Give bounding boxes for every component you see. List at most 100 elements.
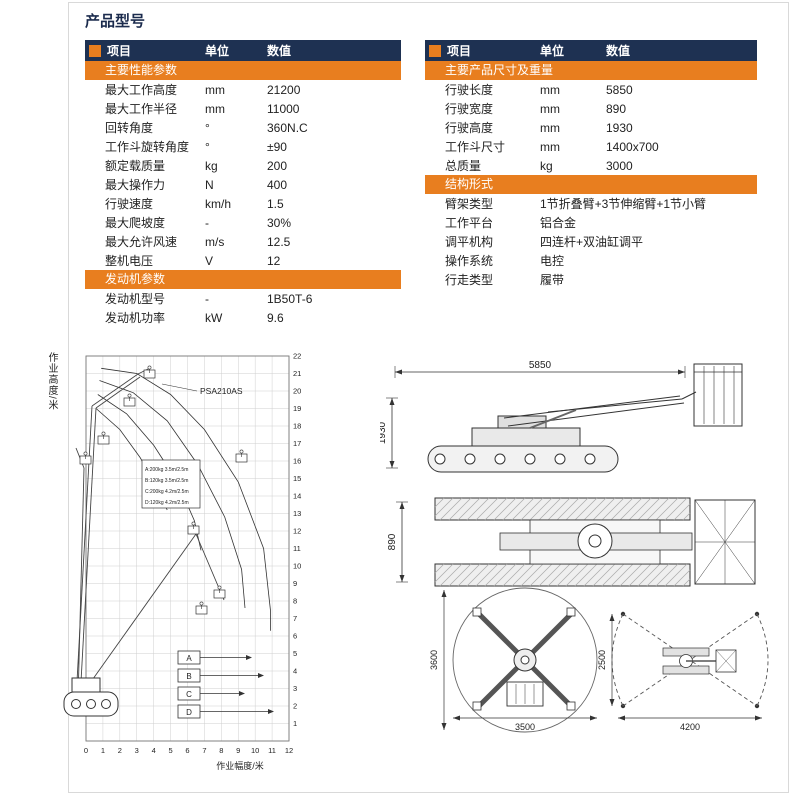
svg-text:3: 3 [135, 746, 139, 755]
page-border [68, 2, 789, 793]
spec-value: 5850 [606, 82, 633, 97]
table-header-row: 项目单位 数值 [85, 40, 401, 61]
zone-c-label: C [186, 690, 192, 699]
svg-text:14: 14 [293, 492, 301, 501]
svg-text:15: 15 [293, 474, 301, 483]
spec-value: 200 [267, 158, 288, 173]
spec-row: 发动机功率 kW 9.6 [85, 308, 401, 327]
spec-item: 调平机构 [445, 235, 494, 249]
spec-unit: kW [205, 310, 223, 325]
svg-text:12: 12 [293, 527, 301, 536]
spec-item: 最大工作高度 [105, 83, 178, 97]
envelope-width-label: 4200 [680, 722, 700, 732]
table-header-row: 项目单位数值 [425, 40, 757, 61]
spec-value: 30% [267, 215, 292, 230]
header-cell-value: 数值 [606, 44, 631, 58]
svg-text:5: 5 [168, 746, 172, 755]
spec-unit: mm [205, 101, 225, 116]
header-cell-unit: 单位 [205, 44, 230, 58]
spec-item: 总质量 [445, 159, 482, 173]
spec-item: 回转角度 [105, 121, 154, 135]
spec-unit: N [205, 177, 214, 192]
spec-value: 四连杆+双油缸调平 [540, 235, 644, 249]
section-header: 结构形式 [425, 175, 757, 194]
svg-text:8: 8 [293, 597, 297, 606]
spec-value: 1.5 [267, 196, 284, 211]
spec-item: 整机电压 [105, 254, 154, 268]
svg-text:13: 13 [293, 509, 301, 518]
plot-border [85, 355, 290, 742]
spec-item: 臂架类型 [445, 197, 494, 211]
legend-line-b: B:120kg 3.5m/2.5m [145, 478, 188, 484]
svg-text:9: 9 [236, 746, 240, 755]
section-header: 主要性能参数 [85, 61, 401, 80]
spec-value: 11000 [267, 101, 300, 116]
header-accent-square [429, 44, 441, 57]
turning-depth-label: 3600 [429, 650, 439, 670]
svg-text:6: 6 [185, 746, 189, 755]
spec-item: 操作系统 [445, 254, 494, 268]
zone-a-label: A [186, 654, 192, 663]
svg-text:19: 19 [293, 404, 301, 413]
svg-text:3: 3 [293, 684, 297, 693]
zone-labels: A B C D [177, 650, 274, 719]
spec-item: 最大爬坡度 [105, 216, 166, 230]
spec-unit: m/s [205, 234, 225, 249]
svg-text:10: 10 [251, 746, 259, 755]
svg-text:1: 1 [293, 719, 297, 728]
side-view-drawing: 5850 1930 [380, 360, 743, 473]
header-cell-item: 项目 [85, 42, 205, 59]
section-header: 发动机参数 [85, 270, 401, 289]
svg-text:18: 18 [293, 422, 301, 431]
title-leader-line [161, 383, 198, 392]
spec-item: 行驶速度 [105, 197, 154, 211]
spec-unit: - [205, 291, 209, 306]
spec-row: 工作斗旋转角度°±90 [85, 137, 401, 156]
spec-value: 铝合金 [540, 216, 577, 230]
spec-row: 工作平台铝合金 [425, 213, 757, 232]
spec-item: 发动机功率 [105, 311, 166, 325]
envelope-depth-label: 2500 [597, 650, 607, 670]
legend-line-d: D:120kg 4.2m/2.5m [145, 500, 189, 506]
svg-text:4: 4 [152, 746, 156, 755]
header-item-label: 项目 [447, 44, 472, 58]
spec-value: 21200 [267, 82, 301, 97]
spec-value: 9.6 [267, 310, 284, 325]
svg-text:11: 11 [268, 746, 276, 755]
svg-text:2: 2 [293, 702, 297, 711]
spec-value: 履带 [540, 273, 565, 287]
spec-value: ±90 [267, 139, 287, 154]
spec-item: 发动机型号 [105, 292, 166, 306]
spec-value: 400 [267, 177, 288, 192]
svg-text:1: 1 [101, 746, 105, 755]
width-dimension-label: 890 [387, 533, 398, 550]
engineering-drawings: 5850 1930 [380, 360, 769, 733]
spec-unit: kg [540, 158, 553, 173]
spec-item: 工作斗旋转角度 [105, 140, 190, 154]
chart-title: PSA210AS [200, 386, 243, 396]
svg-text:6: 6 [293, 632, 297, 641]
svg-text:10: 10 [293, 562, 301, 571]
spec-value: 12 [267, 253, 281, 268]
header-cell-item: 项目 [425, 42, 540, 59]
spec-value: 1930 [606, 120, 633, 135]
spec-item: 额定载质量 [105, 159, 166, 173]
spec-row: 行走类型履带 [425, 270, 757, 289]
zone-b-label: B [186, 672, 191, 681]
svg-text:8: 8 [219, 746, 223, 755]
spec-value: 890 [606, 101, 627, 116]
svg-text:17: 17 [293, 439, 301, 448]
header-cell-value: 数值 [267, 44, 292, 58]
svg-text:22: 22 [293, 352, 301, 361]
spec-item: 行驶长度 [445, 83, 494, 97]
spec-unit: V [205, 253, 214, 268]
x-axis-label: 作业幅度/米 [216, 760, 264, 771]
